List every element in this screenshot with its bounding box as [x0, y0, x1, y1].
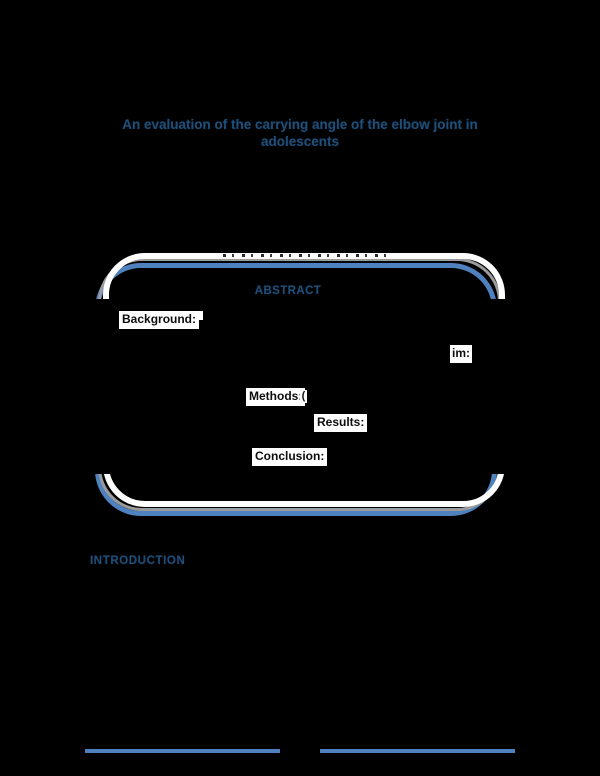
abstract-heading: ABSTRACT [254, 285, 322, 297]
clipped-text-marks [223, 254, 390, 257]
label-background: Background: [119, 311, 200, 329]
highlight-fragment: ( [300, 390, 307, 403]
footnote-separator-right [320, 749, 515, 753]
abstract-frame: ABSTRACT [87, 253, 513, 516]
introduction-heading: INTRODUCTION [90, 555, 186, 567]
label-aim: im: [450, 345, 472, 363]
frame-right-gap [473, 299, 513, 474]
label-results: Results: [314, 414, 368, 432]
paper-title: An evaluation of the carrying angle of t… [0, 116, 600, 151]
paper-title-text: An evaluation of the carrying angle of t… [122, 117, 478, 149]
label-conclusion: Conclusion: [252, 448, 328, 466]
label-methods: Methods: [246, 388, 306, 406]
highlight-fragment [195, 311, 203, 320]
footnote-separator-left [85, 749, 280, 753]
